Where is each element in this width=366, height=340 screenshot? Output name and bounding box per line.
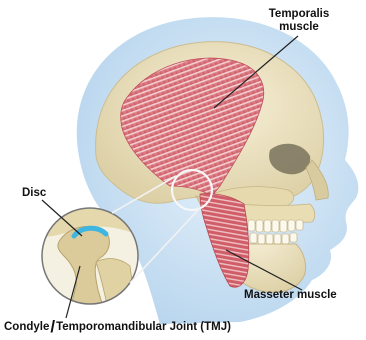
upper-teeth bbox=[248, 220, 303, 232]
tmj-label: Temporomandibular Joint (TMJ) bbox=[56, 321, 231, 333]
label-slash: / bbox=[50, 317, 55, 336]
temporalis-label-line1: Temporalis bbox=[262, 8, 336, 21]
masseter-label: Masseter muscle bbox=[244, 289, 337, 302]
temporalis-label: Temporalis muscle bbox=[262, 8, 336, 34]
condyle-label: Condyle bbox=[4, 321, 49, 333]
condyle-tmj-label: Condyle/Temporomandibular Joint (TMJ) bbox=[4, 320, 231, 334]
temporalis-label-line2: muscle bbox=[262, 21, 336, 34]
disc-label: Disc bbox=[22, 187, 46, 200]
